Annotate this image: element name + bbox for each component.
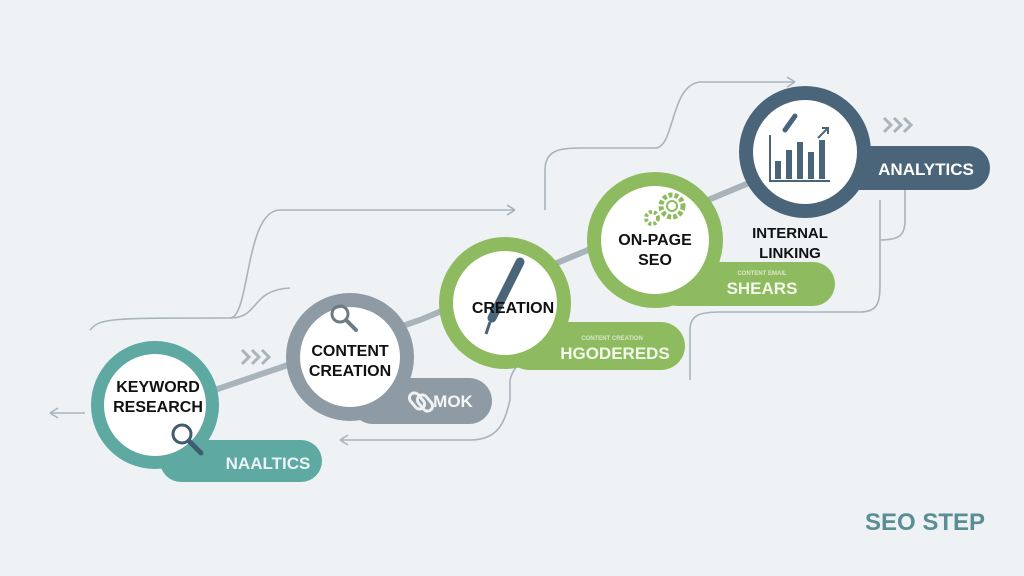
footer-title: SEO STEP <box>865 509 985 536</box>
pill-label: HGODEREDS <box>560 344 670 363</box>
pen-icon <box>484 257 525 335</box>
step-creation: CREATION CONTENT CREATION HGODEREDS <box>439 237 685 370</box>
step-analytics: ANALYTICS <box>739 86 990 218</box>
step-title-line: RESEARCH <box>113 399 203 416</box>
flow-lines <box>49 76 906 446</box>
pill-small-label: CONTENT CREATION <box>581 336 643 342</box>
step-title-line: CREATION <box>472 300 554 317</box>
step-content-creation: CONTENT CREATION MOK <box>286 293 492 424</box>
bar-chart-icon <box>769 113 830 182</box>
pill-label: NAALTICS <box>226 454 311 473</box>
side-label-line: LINKING <box>759 245 821 262</box>
step-title-line: KEYWORD <box>116 379 200 396</box>
step-on-page-seo: ON-PAGE SEO INTERNAL LINKING CONTENT EMA… <box>587 172 835 308</box>
step-title-line: CONTENT <box>311 343 389 360</box>
link-icon <box>407 391 435 413</box>
chevrons-icon <box>240 116 914 366</box>
magnifier-icon <box>171 423 204 456</box>
pill-small-label: CONTENT EMAIL <box>737 271 787 277</box>
step-keyword-research: KEYWORD RESEARCH NAALTICS <box>91 341 322 482</box>
pill-label: SHEARS <box>727 279 798 298</box>
step-title-line: CREATION <box>309 363 391 380</box>
side-label-line: INTERNAL <box>752 225 828 242</box>
gears-icon <box>644 192 686 226</box>
pill-label: ANALYTICS <box>878 160 974 179</box>
magnifier-icon <box>330 304 358 332</box>
pill-label: MOK <box>433 392 473 411</box>
step-title-line: ON-PAGE <box>618 232 692 249</box>
step-title-line: SEO <box>638 252 672 269</box>
